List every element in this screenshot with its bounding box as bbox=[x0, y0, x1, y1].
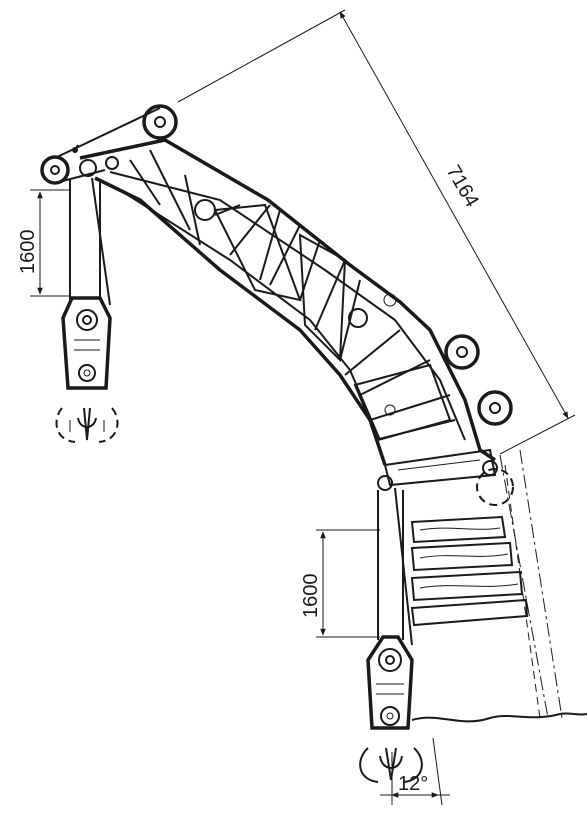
upper-hook-drop-dimension: 1600 bbox=[17, 189, 70, 297]
boom-truss bbox=[79, 138, 497, 487]
lower-hook-drop-dimension: 1600 bbox=[300, 529, 380, 638]
lower-hook bbox=[359, 747, 423, 783]
lower-hook-block bbox=[366, 487, 414, 730]
top-sheave-group bbox=[40, 104, 178, 185]
upper-hook-drop-label: 1600 bbox=[17, 230, 39, 275]
tilt-angle-dimension: 12° bbox=[380, 737, 450, 806]
lower-hook-drop-label: 1600 bbox=[300, 574, 322, 619]
tilt-angle-label: 12° bbox=[398, 773, 428, 795]
upper-hook-block bbox=[61, 177, 112, 390]
upper-hook-outline bbox=[55, 407, 119, 443]
base-structure bbox=[410, 515, 587, 723]
mast-centerlines bbox=[499, 449, 563, 719]
